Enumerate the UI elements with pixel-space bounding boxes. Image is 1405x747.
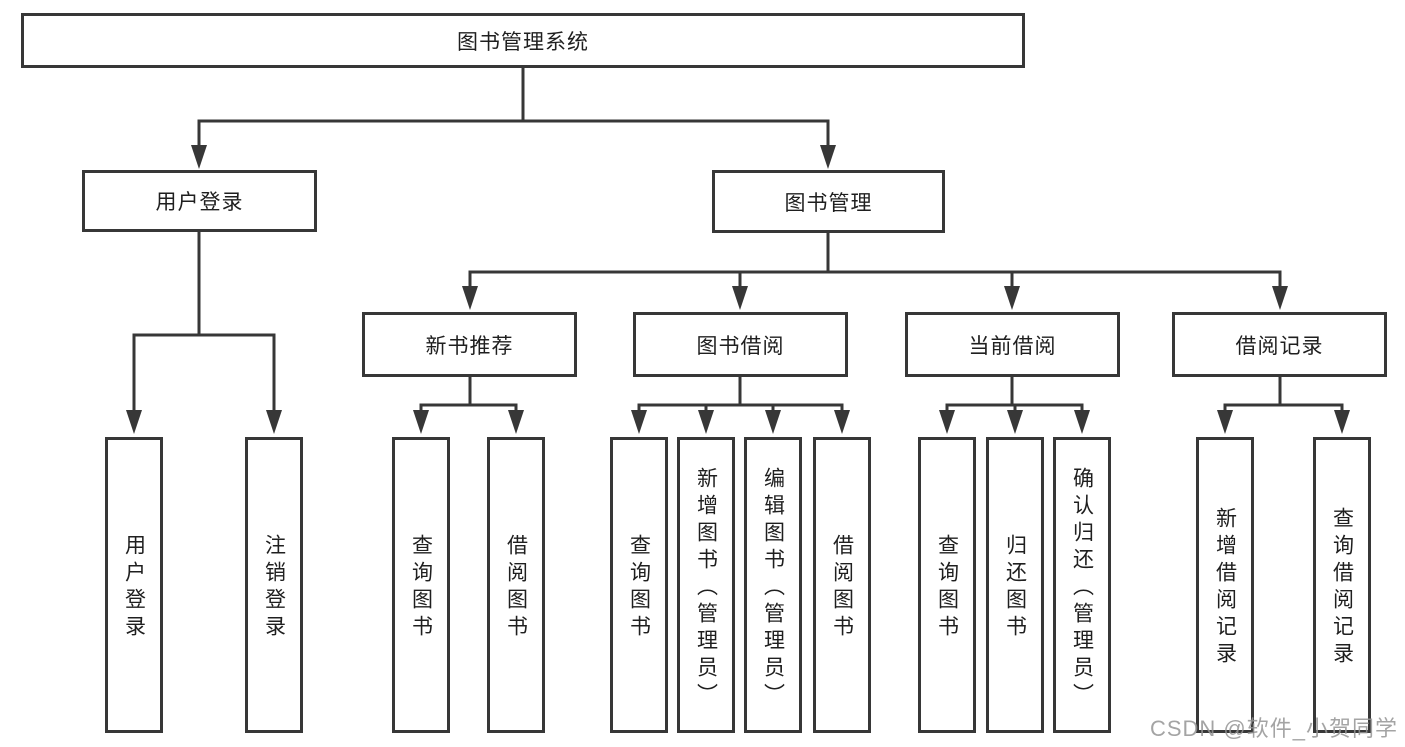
leaf-query-books-3: 查询图书 (918, 437, 976, 733)
edge-bookmgmt-level3 (468, 231, 1282, 292)
arrow-down-icon (698, 410, 714, 434)
leaf-borrow-books-2: 借阅图书 (813, 437, 871, 733)
arrow-down-icon (820, 145, 836, 169)
arrow-down-icon (631, 410, 647, 434)
arrow-down-icon (191, 145, 207, 169)
arrow-down-icon (1074, 410, 1090, 434)
edge-userlogin-leaves (132, 230, 276, 414)
edge-bookborrow-leaves (637, 375, 844, 416)
leaf-edit-books-admin: 编辑图书（管理员） (744, 437, 802, 733)
edge-currentborrow-leaves (945, 375, 1084, 416)
node-new-book-recommend: 新书推荐 (362, 312, 577, 377)
node-user-login: 用户登录 (82, 170, 317, 232)
arrow-down-icon (1007, 410, 1023, 434)
arrow-down-icon (508, 410, 524, 434)
arrow-down-icon (1334, 410, 1350, 434)
arrow-down-icon (834, 410, 850, 434)
arrow-down-icon (1272, 286, 1288, 310)
edge-newbooks-leaves (419, 375, 518, 416)
node-root: 图书管理系统 (21, 13, 1025, 68)
node-current-borrow: 当前借阅 (905, 312, 1120, 377)
node-book-borrow: 图书借阅 (633, 312, 848, 377)
leaf-query-books-2: 查询图书 (610, 437, 668, 733)
arrow-down-icon (732, 286, 748, 310)
arrow-down-icon (765, 410, 781, 434)
arrow-down-icon (413, 410, 429, 434)
leaf-add-borrow-record: 新增借阅记录 (1196, 437, 1254, 733)
node-borrow-records: 借阅记录 (1172, 312, 1387, 377)
leaf-query-borrow-record: 查询借阅记录 (1313, 437, 1371, 733)
edge-root-level2 (197, 66, 830, 150)
leaf-query-books-1: 查询图书 (392, 437, 450, 733)
node-book-management: 图书管理 (712, 170, 945, 233)
leaf-borrow-books-1: 借阅图书 (487, 437, 545, 733)
arrow-down-icon (1217, 410, 1233, 434)
leaf-add-books-admin: 新增图书（管理员） (677, 437, 735, 733)
arrow-down-icon (266, 410, 282, 434)
leaf-confirm-return-admin: 确认归还（管理员） (1053, 437, 1111, 733)
arrow-down-icon (126, 410, 142, 434)
connector-edges (132, 66, 1344, 416)
leaf-logout: 注销登录 (245, 437, 303, 733)
arrow-down-icon (462, 286, 478, 310)
arrowheads (126, 145, 1350, 434)
arrow-down-icon (1004, 286, 1020, 310)
edge-borrowrecords-leaves (1223, 375, 1344, 416)
leaf-return-books: 归还图书 (986, 437, 1044, 733)
leaf-user-login: 用户登录 (105, 437, 163, 733)
arrow-down-icon (939, 410, 955, 434)
